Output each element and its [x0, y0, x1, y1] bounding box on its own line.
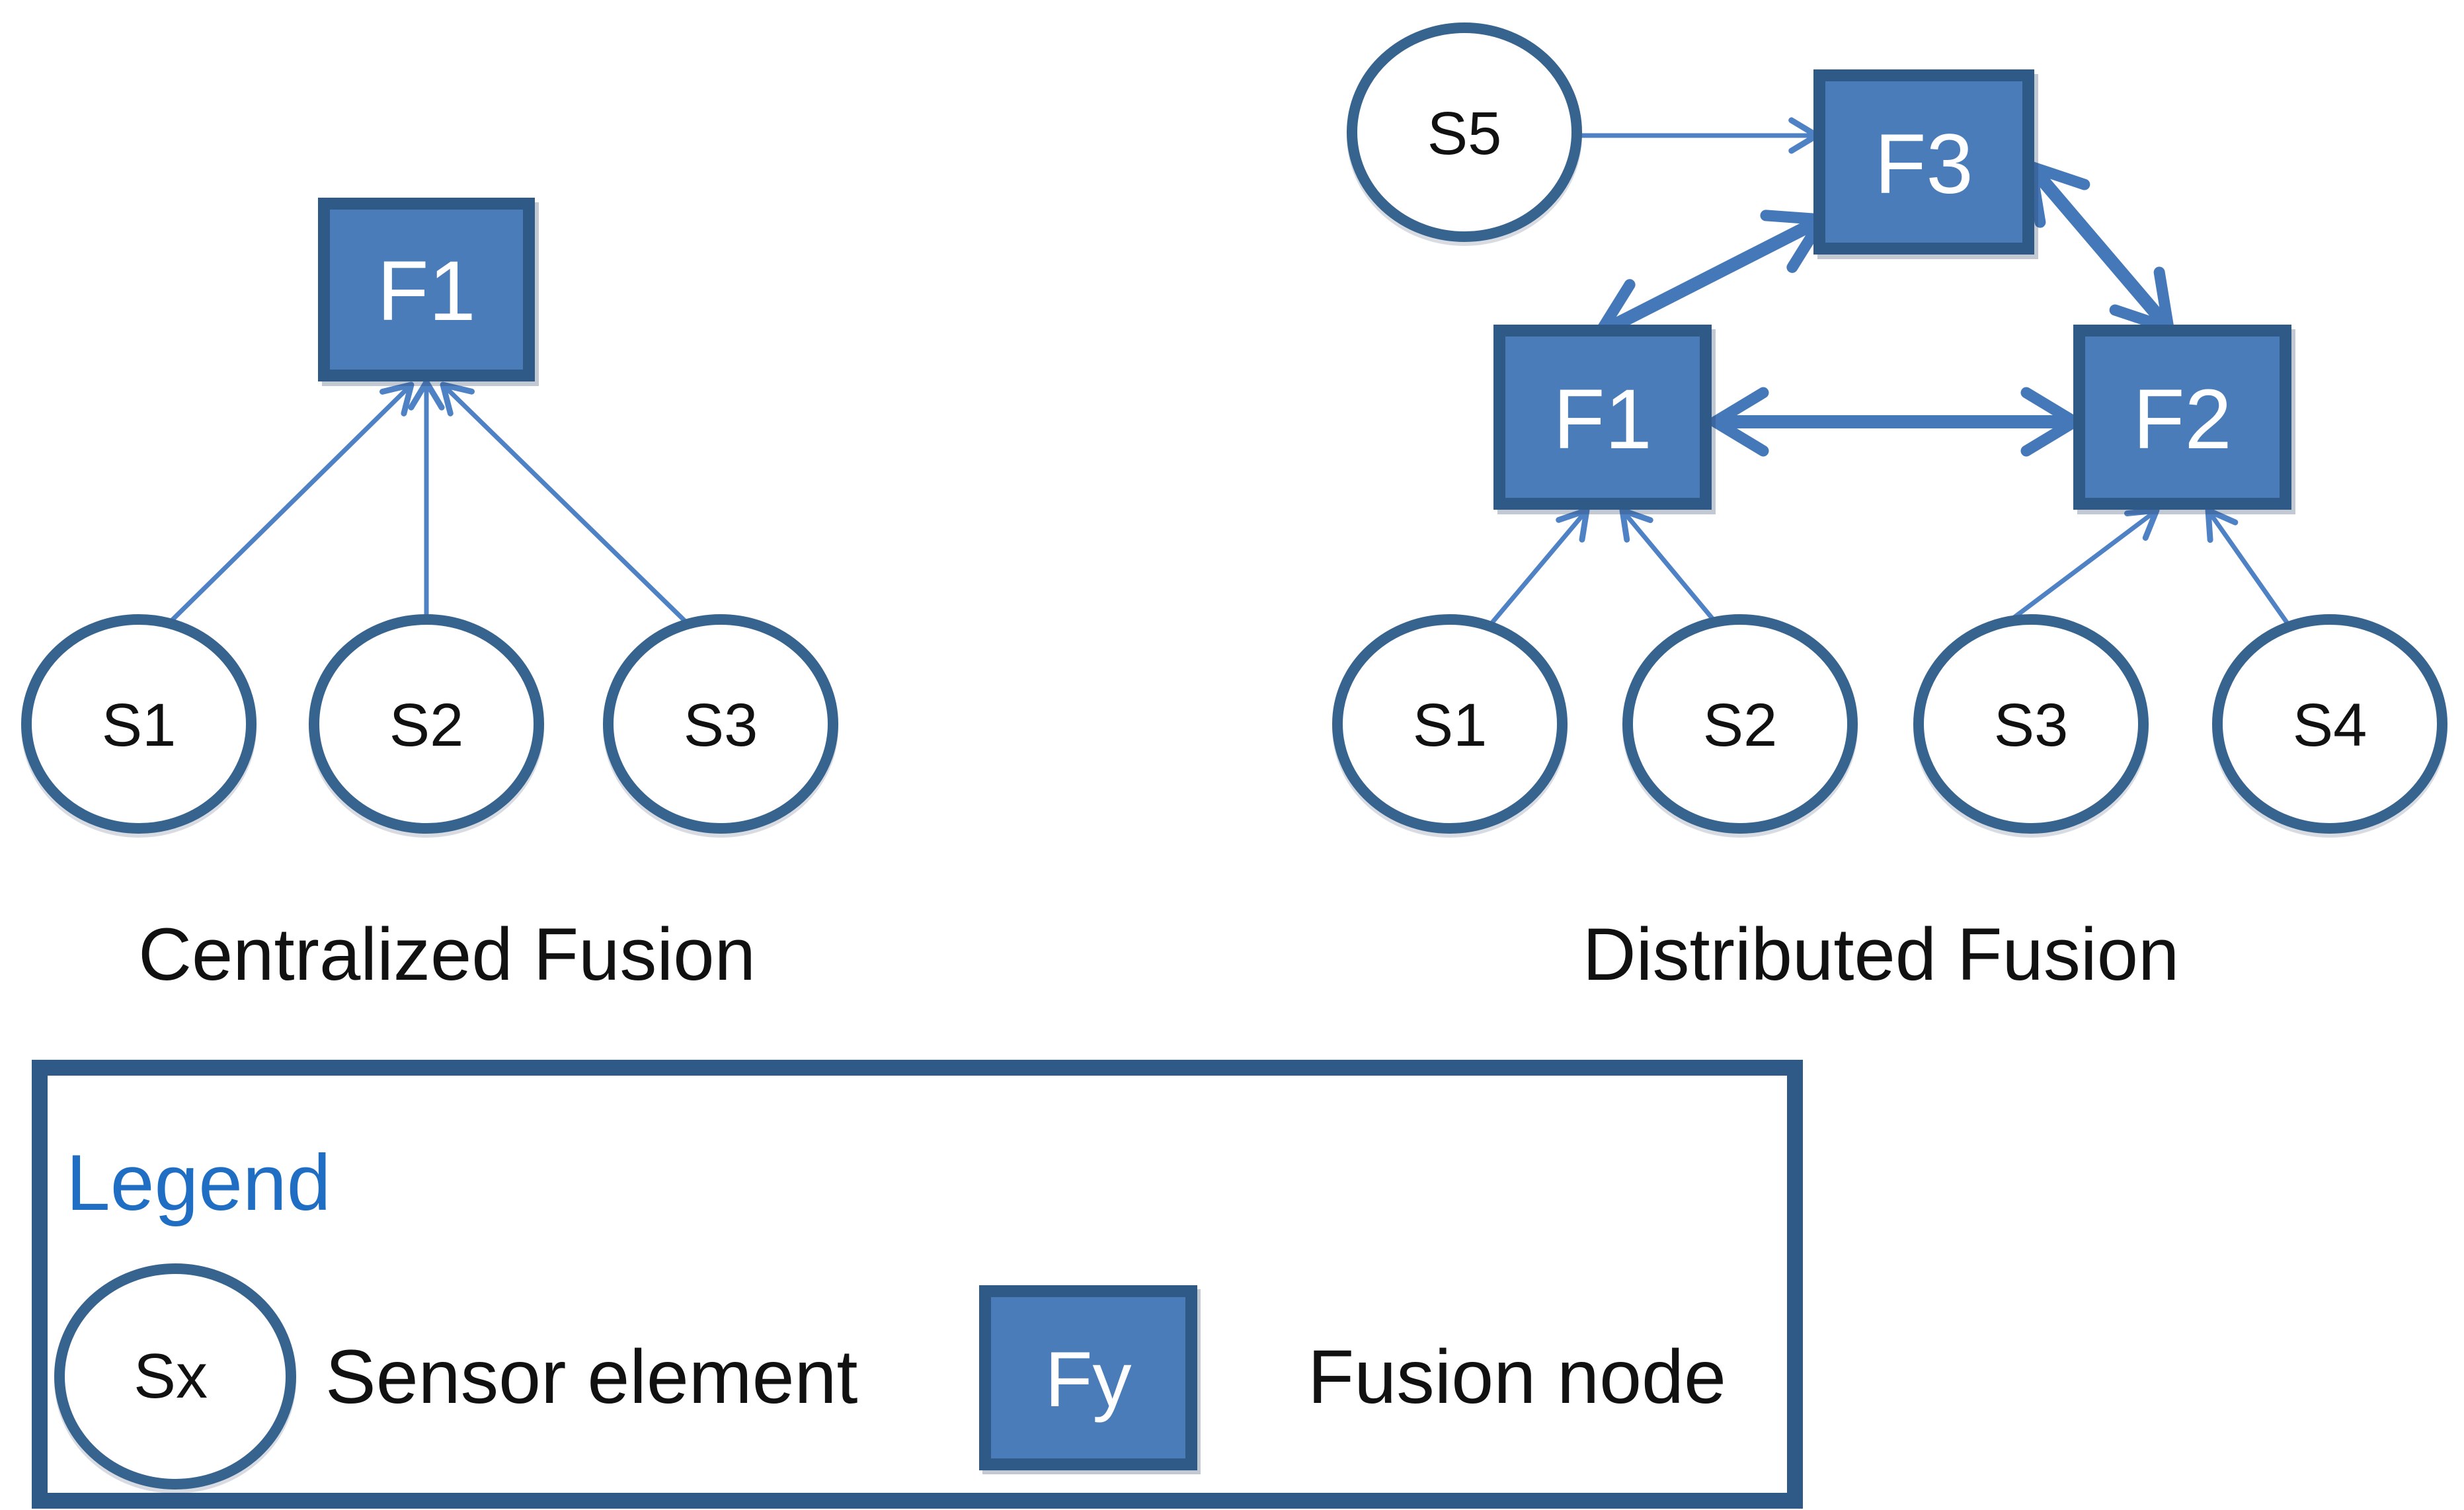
arrow-s3-to-f2 [1998, 507, 2160, 630]
connector-f3-f2 [2025, 161, 2174, 334]
sensor-node-s2 [1622, 614, 1858, 834]
legend-fusion-symbol [979, 1285, 1197, 1470]
sensor-node-s5 [1347, 22, 1582, 242]
sensor-node-s2 [309, 614, 544, 834]
connector-f1-f3 [1594, 210, 1828, 342]
arrow-s1-to-f1 [1486, 507, 1590, 630]
legend-box [32, 1060, 1803, 1509]
centralized-fusion-caption: Centralized Fusion [138, 913, 756, 996]
sensor-s4-label: S4 [2293, 692, 2367, 759]
legend-sensor-description: Sensor element [325, 1335, 857, 1419]
sensor-node-s3 [1913, 614, 2149, 834]
sensor-node-s3 [603, 614, 838, 834]
legend-title: Legend [66, 1138, 331, 1227]
fusion-node-f3-box [1813, 69, 2034, 255]
sensor-s5-label: S5 [1427, 100, 1502, 167]
fusion-node-f1-label: F1 [1553, 372, 1651, 467]
legend-fusion-symbol-label: Fy [1045, 1336, 1131, 1423]
sensor-s1-label: S1 [1413, 692, 1488, 759]
sensor-s3-label: S3 [684, 692, 758, 759]
distributed-fusion-diagram: F3 F1 F2 S5 S1 S2 S3 S4 Distributed Fusi… [1332, 22, 2447, 996]
centralized-fusion-diagram: F1 S1 S2 S3 Centralized Fusion [21, 198, 838, 996]
fusion-node-f1-box [1493, 325, 1712, 510]
sensor-s2-label: S2 [1703, 692, 1778, 759]
arrow-s4-to-f2 [2205, 507, 2293, 630]
fusion-node-f2-box [2073, 325, 2291, 510]
arrow-s2-to-f1 [1619, 507, 1720, 627]
fusion-node-f1-label: F1 [377, 244, 475, 338]
sensor-s3-label: S3 [1994, 692, 2069, 759]
legend-sensor-symbol-label: Sx [134, 1341, 208, 1411]
fusion-node-f2-label: F2 [2133, 372, 2231, 467]
sensor-s2-label: S2 [389, 692, 464, 759]
fusion-node-f1-box [318, 198, 535, 381]
arrow-s1-to-f1 [163, 381, 415, 629]
sensor-node-s1 [21, 614, 257, 834]
fusion-node-f3-label: F3 [1874, 117, 1973, 212]
distributed-fusion-caption: Distributed Fusion [1583, 913, 2180, 996]
legend: Legend Sx Sensor element Fy Fusion node [32, 1060, 1803, 1509]
legend-fusion-description: Fusion node [1308, 1335, 1726, 1419]
arrow-s3-to-f1 [440, 381, 693, 629]
sensor-node-s1 [1332, 614, 1568, 834]
sensor-node-s4 [2212, 614, 2447, 834]
sensor-s1-label: S1 [102, 692, 177, 759]
legend-sensor-symbol [54, 1263, 296, 1490]
